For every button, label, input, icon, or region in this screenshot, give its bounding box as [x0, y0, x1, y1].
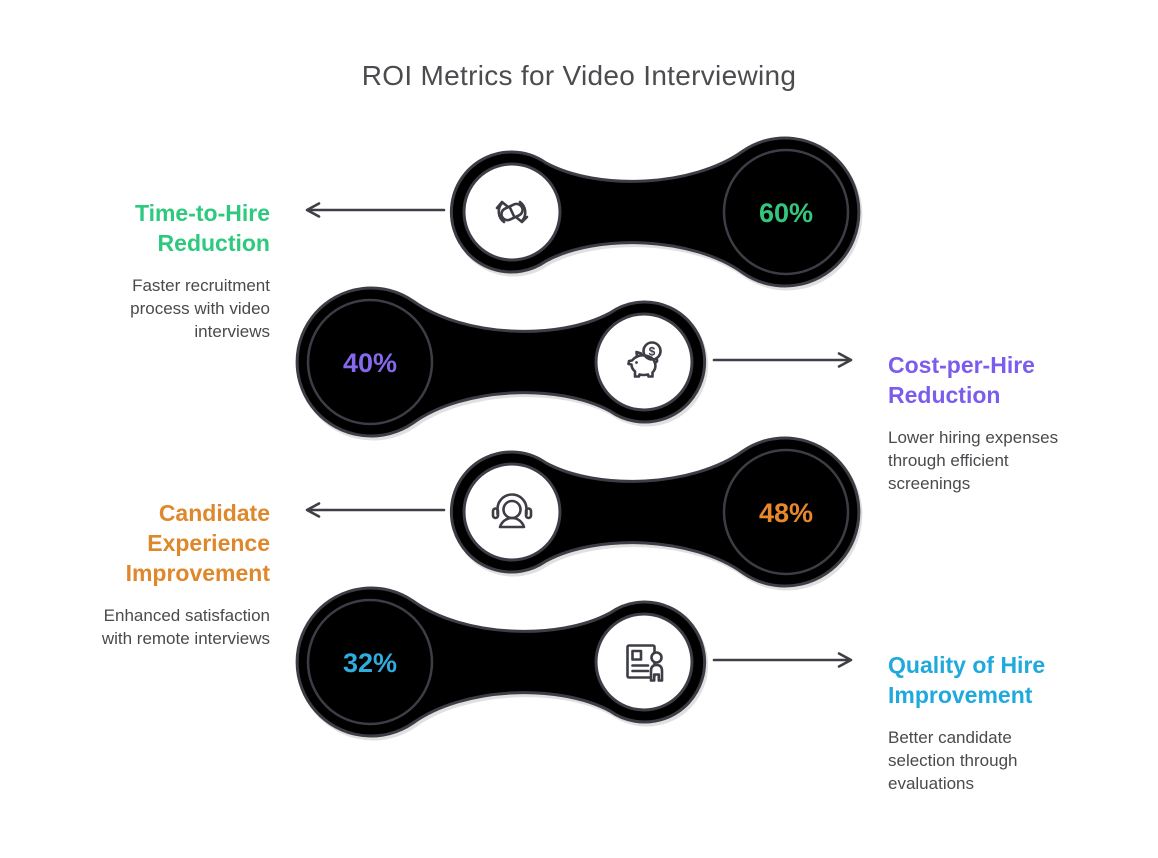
dumbbell-shape: 48% [449, 436, 861, 588]
arrow-right-icon [712, 352, 853, 368]
metric-description: Lower hiring expenses through efficient … [888, 428, 1059, 493]
pill-sync-icon [495, 200, 529, 224]
arrow-right-icon [712, 652, 853, 668]
dumbbell-shape: 60% [449, 136, 861, 288]
percent-label: 48% [759, 498, 813, 528]
metric-description: Better candidate selection through evalu… [888, 728, 1018, 793]
metric-heading: Candidate Experience Improvement [125, 500, 270, 586]
arrow-left-icon [305, 202, 446, 218]
piggy-bank-icon: $ [627, 341, 662, 378]
metric-heading: Cost-per-Hire Reduction [888, 352, 1035, 408]
metric-heading: Time-to-Hire Reduction [134, 200, 270, 256]
page-title: ROI Metrics for Video Interviewing [361, 60, 797, 91]
metric-heading: Quality of Hire Improvement [888, 652, 1046, 708]
percent-label: 32% [343, 648, 397, 678]
svg-text:$: $ [649, 345, 656, 359]
metric-description: Enhanced satisfaction with remote interv… [101, 606, 270, 648]
dumbbell-shape: 32% [295, 586, 707, 738]
percent-label: 60% [759, 198, 813, 228]
dumbbell-shape: 40% $ [295, 286, 707, 438]
headset-person-icon [491, 493, 533, 529]
arrow-left-icon [305, 502, 446, 518]
percent-label: 40% [343, 348, 397, 378]
id-card-person-icon [626, 644, 664, 682]
metric-description: Faster recruitment process with video in… [130, 276, 270, 341]
